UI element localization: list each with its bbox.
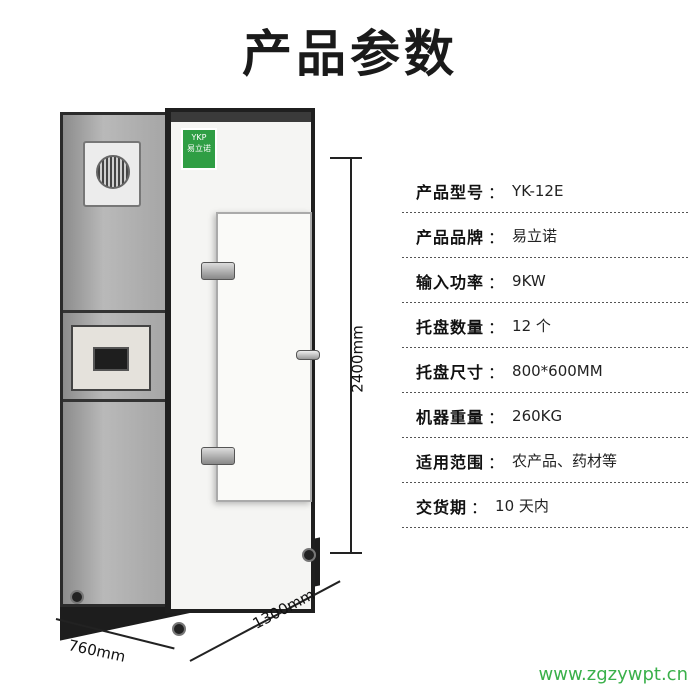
spec-key: 托盘数量 [416,317,485,337]
spec-key: 适用范围 [416,452,485,472]
caster-wheel [172,622,186,636]
spec-value: 800*600MM [512,361,603,380]
control-display [93,347,129,371]
spec-key: 输入功率 [416,272,485,292]
spec-separator: ： [488,407,505,427]
spec-row: 机器重量 ： 260KG [402,393,690,438]
spec-key: 机器重量 [416,407,485,427]
spec-value: YK-12E [512,181,564,200]
spec-row: 交货期 ： 10 天内 [402,483,690,528]
logo-text-top: YKP [191,133,207,142]
height-dimension-line [350,158,352,553]
spec-separator: ： [488,362,505,382]
height-label: 2400mm [348,325,367,393]
spec-value: 9KW [512,271,546,290]
spec-row: 托盘数量 ： 12 个 [402,303,690,348]
spec-key: 托盘尺寸 [416,362,485,382]
fan-icon [96,155,130,189]
machine-front: YKP 易立诺 [165,108,320,613]
spec-key: 产品型号 [416,182,485,202]
spec-row: 适用范围 ： 农产品、药材等 [402,438,690,483]
dimension-tick [330,157,362,159]
spec-value: 260KG [512,406,563,425]
spec-separator: ： [488,452,505,472]
spec-value: 10 天内 [495,497,549,515]
spec-list: 产品型号 ： YK-12E 产品品牌 ： 易立诺 输入功率 ： 9KW 托盘数量… [402,168,690,528]
depth-label: 760mm [66,636,128,666]
dimension-tick [330,552,362,554]
panel-divider [63,310,165,313]
door-handle [296,350,320,360]
vent-fan-grille [83,141,141,207]
control-panel [71,325,151,391]
caster-wheel [302,548,316,562]
door-hinge [201,262,235,280]
door-hinge [201,447,235,465]
spec-row: 产品型号 ： YK-12E [402,168,690,213]
spec-separator: ： [471,497,488,517]
spec-key: 产品品牌 [416,227,485,247]
spec-row: 输入功率 ： 9KW [402,258,690,303]
spec-separator: ： [488,272,505,292]
machine-top-frame [171,112,311,122]
spec-separator: ： [488,227,505,247]
spec-separator: ： [488,317,505,337]
panel-divider [63,399,165,402]
watermark: www.zgzywpt.cn [538,664,688,685]
spec-row: 托盘尺寸 ： 800*600MM [402,348,690,393]
spec-separator: ： [488,182,505,202]
brand-logo: YKP 易立诺 [181,128,217,170]
spec-row: 产品品牌 ： 易立诺 [402,213,690,258]
spec-value: 12 个 [512,317,551,335]
logo-text-mid: 易立诺 [187,144,211,153]
machine-side-panel [60,112,168,607]
spec-value: 农产品、药材等 [512,452,618,470]
spec-value: 易立诺 [512,227,558,245]
spec-key: 交货期 [416,497,468,517]
page-title: 产品参数 [242,25,458,83]
caster-wheel [70,590,84,604]
